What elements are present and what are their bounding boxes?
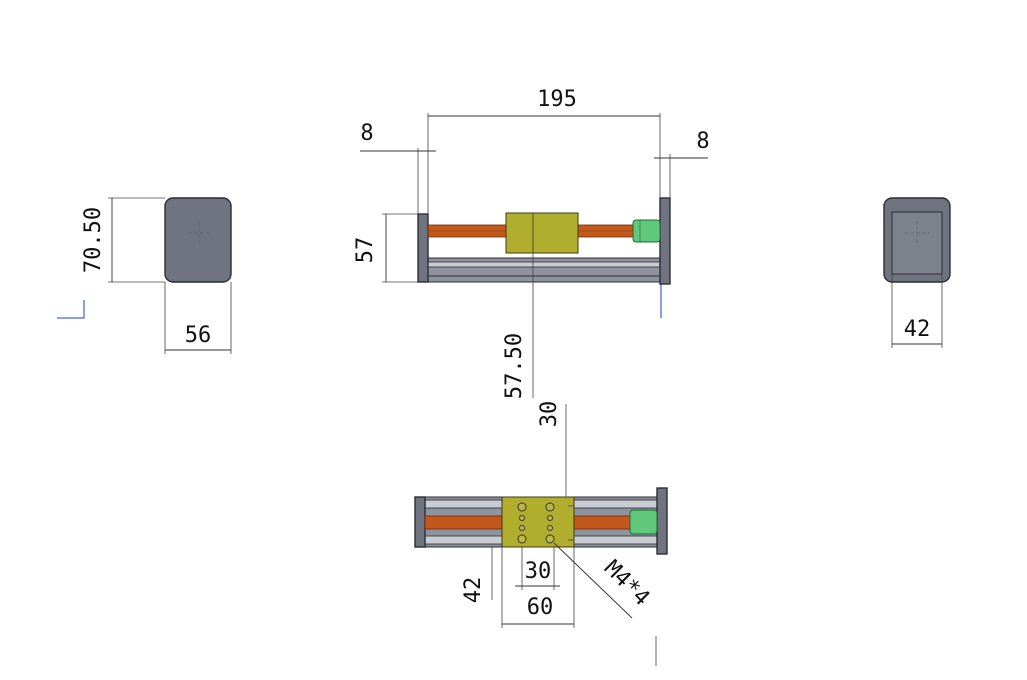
front-rail-slot [427,261,661,268]
right-width-label: 42 [904,317,931,342]
top-view: 30 30 60 42 M4*4 [414,401,668,666]
front-height-label: 57 [353,237,378,264]
left-end-plate [164,197,232,283]
right-end-view: 42 [883,197,951,348]
front-right-end-plate [659,197,671,285]
mount-hole-tr-inner [547,515,553,521]
front-view: 195 8 8 57 57.50 [353,87,710,399]
top-right-end-plate [656,487,668,555]
hole-callout-label: M4*4 [599,556,654,611]
left-width-label: 56 [185,323,212,348]
carriage-width-label: 60 [527,595,554,620]
coordinate-axis-icon [57,300,85,319]
mount-hole-tl-inner [519,515,525,521]
front-left-gap-label: 8 [360,121,373,146]
mount-hole-bl [517,534,527,544]
mount-hole-tr [545,502,555,512]
mount-hole-br [545,534,555,544]
hole-spacing-label: 30 [525,559,552,584]
carriage-depth-label: 42 [461,577,486,604]
mount-hole-br-inner [547,525,553,531]
top-carriage [501,496,575,548]
top-coupler [629,509,658,535]
hole-callout-leader [553,542,633,619]
front-left-end-plate [417,213,429,283]
front-offset-label: 57.50 [502,333,527,399]
front-coupler [632,219,661,243]
front-right-gap-label: 8 [696,129,709,154]
top-left-end-plate [414,496,426,548]
top-offset-label: 30 [537,401,562,428]
front-length-label: 195 [537,87,577,112]
left-end-view: 70.50 56 [57,197,232,354]
left-height-label: 70.50 [81,207,106,273]
mount-hole-tl [517,502,527,512]
mount-hole-bl-inner [519,525,525,531]
front-carriage [505,212,579,254]
